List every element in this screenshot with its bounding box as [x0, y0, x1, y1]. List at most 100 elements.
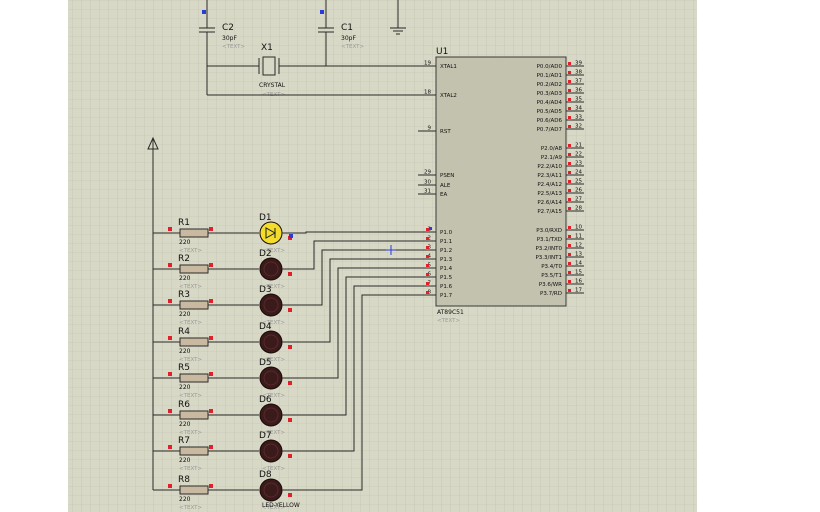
chip-pin[interactable]: 8P1.7: [418, 290, 453, 300]
led[interactable]: D6<TEXT>: [259, 395, 292, 436]
chip-ref: U1: [436, 47, 448, 57]
pin-number: 17: [575, 288, 582, 294]
pin-state-marker: [288, 381, 292, 385]
net-wire: [282, 249, 418, 306]
net-wire: [282, 240, 418, 270]
led[interactable]: D4<TEXT>: [259, 322, 292, 363]
power-terminal-icon: [147, 136, 159, 150]
text-placeholder: <TEXT>: [262, 357, 285, 363]
led[interactable]: D3<TEXT>: [259, 285, 292, 326]
pin-name: P1.3: [440, 257, 453, 263]
pin-name: EA: [440, 192, 447, 198]
pin-number: 7: [428, 281, 432, 287]
pin-name: P1.0: [440, 230, 453, 236]
pin-state-marker: [568, 271, 571, 274]
capacitor-value: 30pF: [341, 35, 356, 42]
led-part-label: LED-YELLOW: [262, 502, 300, 509]
pin-state-marker: [426, 282, 429, 285]
pin-state-marker: [168, 484, 172, 488]
resistor-value: 220: [179, 348, 191, 355]
pin-number: 36: [575, 88, 582, 94]
net-wire: [282, 294, 418, 491]
chip-pin[interactable]: 6P1.5: [418, 272, 453, 282]
text-placeholder: <TEXT>: [262, 393, 285, 399]
pin-state-marker: [426, 246, 429, 249]
led[interactable]: D2<TEXT>: [259, 249, 292, 290]
pin-number: 21: [575, 143, 582, 149]
led[interactable]: D5<TEXT>: [259, 358, 292, 399]
pin-name: XTAL1: [440, 64, 457, 70]
resistor-value: 220: [179, 384, 191, 391]
pin-name: P1.4: [440, 266, 453, 272]
chip-pin[interactable]: P3.7/RD 17: [540, 288, 584, 298]
chip-pin[interactable]: 3P1.2: [418, 245, 452, 255]
resistor-value: 220: [179, 421, 191, 428]
chip-pin[interactable]: 7P1.6: [418, 281, 453, 291]
pin-state-marker: [288, 345, 292, 349]
pin-name: P0.0/AD0: [537, 64, 563, 70]
pin-state-marker: [168, 263, 172, 267]
pin-state-marker: [426, 255, 429, 258]
pin-state-marker: [568, 62, 571, 65]
capacitor-c2[interactable]: C2 30pF <TEXT>: [199, 23, 245, 95]
text-placeholder: <TEXT>: [222, 44, 245, 50]
chip-pin[interactable]: 4P1.3: [418, 254, 453, 264]
crystal-ref: X1: [261, 43, 273, 53]
text-placeholder: <TEXT>: [179, 284, 202, 290]
pin-state-marker: [568, 71, 571, 74]
led[interactable]: D8<TEXT>: [259, 470, 292, 511]
pin-name: P1.1: [440, 239, 452, 245]
pin-number: 19: [424, 61, 431, 67]
pin-name: ALE: [440, 183, 451, 189]
pin-state-marker: [426, 264, 429, 267]
chip-pin[interactable]: 5P1.4: [418, 263, 453, 273]
pin-number: 5: [428, 263, 432, 269]
diode-icon: [263, 334, 279, 350]
text-placeholder: <TEXT>: [437, 318, 460, 324]
chip-part: AT89C51: [437, 309, 464, 316]
pin-name: P3.7/RD: [540, 291, 562, 297]
chip-pin[interactable]: 2P1.1: [418, 236, 452, 246]
pin-name: P0.5/AD5: [537, 109, 563, 115]
text-placeholder: <TEXT>: [179, 430, 202, 436]
pin-state-marker: [568, 116, 571, 119]
led[interactable]: D7<TEXT>: [259, 431, 292, 472]
sheet-grid: [68, 0, 697, 512]
pin-name: P0.2/AD2: [537, 82, 562, 88]
pin-state-marker: [568, 180, 571, 183]
pin-number: 6: [428, 272, 432, 278]
capacitor-c1[interactable]: C1 30pF <TEXT>: [318, 23, 364, 66]
